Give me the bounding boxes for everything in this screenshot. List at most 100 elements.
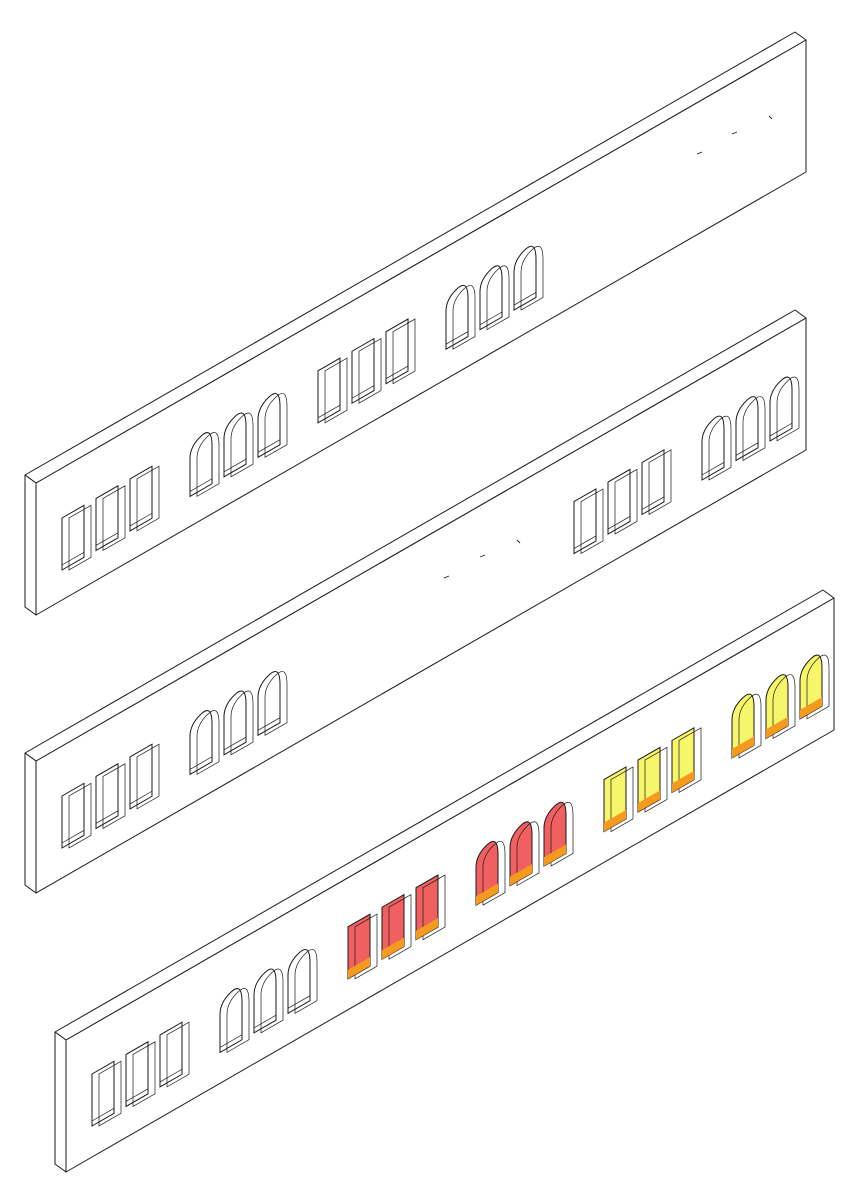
rectangular-window-opening — [671, 726, 702, 794]
wall-3-openings — [91, 654, 830, 1127]
opening-reveal — [644, 746, 668, 813]
opening-outline — [159, 1021, 183, 1088]
opening-outline — [573, 488, 597, 555]
opening-sill-highlight — [382, 937, 404, 960]
marker-tick — [443, 575, 450, 579]
opening-reveal — [230, 412, 254, 478]
opening-sill — [159, 1068, 183, 1083]
opening-outline — [769, 376, 793, 442]
opening-outline — [607, 468, 631, 535]
opening-reveal — [166, 1021, 190, 1088]
wall-panel-3 — [54, 589, 835, 1173]
opening-outline — [701, 415, 725, 481]
opening-reveal — [260, 968, 284, 1034]
opening-outline — [219, 988, 243, 1054]
opening-sill — [257, 717, 281, 731]
opening-outline — [91, 1060, 115, 1127]
opening-reveal — [196, 432, 220, 497]
opening-sill-highlight — [732, 736, 754, 758]
wall-1-openings — [61, 245, 544, 571]
opening-sill — [253, 1014, 277, 1029]
rectangular-window-opening — [641, 448, 672, 516]
arched-window-opening — [543, 801, 574, 867]
arched-window-opening — [253, 968, 284, 1034]
rectangular-window-opening — [129, 465, 160, 532]
arched-window-opening — [223, 690, 254, 756]
opening-sill — [129, 512, 153, 527]
rectangular-window-opening — [603, 766, 634, 833]
rectangular-window-opening — [95, 762, 126, 830]
opening-sill — [61, 830, 85, 844]
opening-sill — [317, 404, 341, 419]
opening-reveal — [264, 671, 288, 736]
opening-reveal — [294, 949, 318, 1014]
arched-window-opening — [219, 988, 250, 1054]
opening-reveal — [136, 465, 160, 532]
opening-sill-highlight — [800, 697, 822, 719]
wall-panel-1 — [24, 31, 807, 616]
opening-reveal — [98, 1060, 122, 1127]
opening-outline — [189, 710, 213, 776]
rectangular-window-opening — [415, 874, 446, 941]
opening-outline — [513, 245, 537, 311]
arched-window-opening — [769, 376, 800, 442]
arched-window-opening — [509, 821, 540, 887]
opening-sill-highlight — [544, 844, 566, 867]
opening-sill-highlight — [638, 790, 660, 813]
opening-sill-highlight — [476, 883, 498, 906]
opening-sill — [125, 1088, 149, 1102]
opening-reveal — [738, 693, 762, 759]
marker-tick — [768, 115, 773, 120]
opening-sill — [223, 736, 247, 751]
opening-sill — [445, 331, 469, 345]
opening-reveal — [388, 893, 412, 960]
wall-1-side-face — [24, 474, 37, 616]
opening-reveal — [196, 710, 220, 775]
opening-reveal — [614, 468, 638, 535]
opening-reveal — [776, 376, 800, 442]
wall-3-side-face — [54, 1031, 67, 1173]
opening-outline — [257, 392, 281, 459]
opening-outline — [641, 448, 665, 516]
opening-outline — [125, 1040, 149, 1108]
opening-reveal — [486, 265, 510, 331]
opening-sill — [287, 995, 311, 1009]
opening-outline — [189, 432, 213, 498]
arched-window-opening — [257, 392, 288, 459]
opening-outline — [445, 284, 469, 351]
opening-sill-highlight — [348, 957, 370, 979]
wall-1-markers — [696, 115, 773, 155]
opening-sill-highlight — [672, 770, 694, 793]
arched-window-opening — [799, 654, 830, 720]
opening-sill — [189, 478, 213, 492]
marker-tick — [731, 131, 738, 135]
opening-reveal — [516, 821, 540, 887]
opening-sill — [769, 422, 793, 437]
rectangular-window-opening — [573, 488, 604, 555]
arched-window-opening — [223, 412, 254, 478]
opening-outline — [317, 357, 341, 424]
opening-sill — [701, 462, 725, 476]
opening-sill — [735, 442, 759, 456]
opening-reveal — [102, 763, 126, 830]
opening-reveal — [324, 357, 348, 424]
opening-sill-highlight — [510, 864, 532, 886]
opening-outline — [95, 762, 119, 830]
opening-sill — [95, 810, 119, 824]
opening-outline — [351, 337, 375, 405]
opening-reveal — [102, 485, 126, 552]
arched-window-opening — [445, 284, 476, 351]
opening-reveal — [226, 988, 250, 1053]
opening-reveal — [264, 393, 288, 458]
rectangular-window-opening — [607, 468, 638, 535]
arched-window-opening — [257, 670, 288, 737]
rectangular-window-opening — [61, 782, 92, 849]
opening-sill — [641, 496, 665, 510]
marker-tick — [516, 539, 521, 544]
opening-reveal — [68, 782, 92, 849]
opening-outline — [287, 948, 311, 1015]
opening-reveal — [354, 913, 378, 980]
arched-window-opening — [735, 396, 766, 462]
rectangular-window-opening — [61, 504, 92, 571]
opening-outline — [223, 690, 247, 756]
